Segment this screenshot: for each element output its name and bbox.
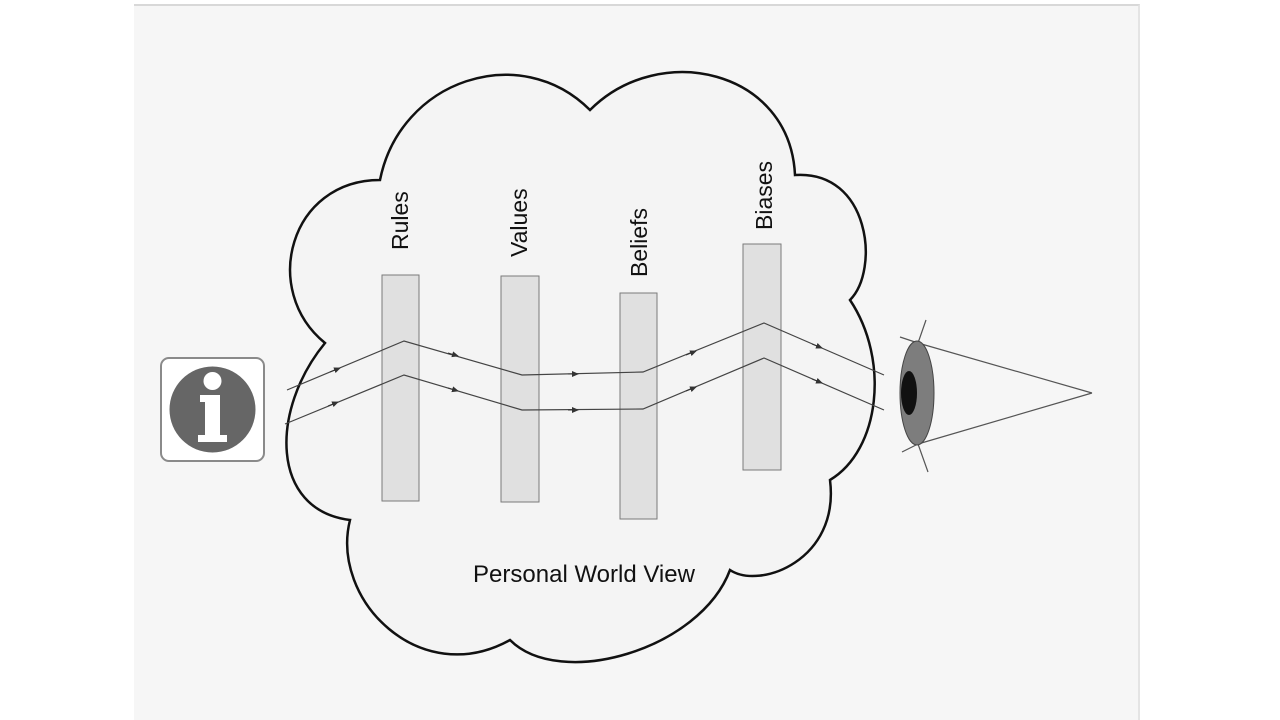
ray-upper-arrow-5 [811, 342, 823, 349]
filter-label-rules: Rules [387, 191, 413, 250]
eye-icon [899, 319, 1093, 473]
ray-lower [284, 357, 885, 425]
filter-bar-rules [381, 274, 420, 502]
ray-lower-arrow-1 [327, 401, 339, 408]
ray-upper [286, 322, 885, 391]
ray-lower-arrow-4 [685, 386, 697, 393]
info-icon [160, 357, 265, 462]
cloud-shape [285, 70, 876, 664]
filter-label-beliefs: Beliefs [626, 208, 652, 277]
ray-upper-arrow-1 [329, 367, 341, 374]
filter-bar-values [500, 275, 540, 503]
ray-upper-arrow-2 [447, 351, 459, 358]
cloud-caption: Personal World View [473, 561, 696, 588]
filter-label-biases: Biases [751, 161, 777, 230]
filter-label-values: Values [506, 188, 532, 257]
ray-upper-arrow-4 [685, 350, 697, 357]
ray-lower-arrow-2 [447, 386, 459, 393]
ray-lower-arrow-5 [811, 377, 823, 384]
filter-bar-biases [742, 243, 782, 471]
